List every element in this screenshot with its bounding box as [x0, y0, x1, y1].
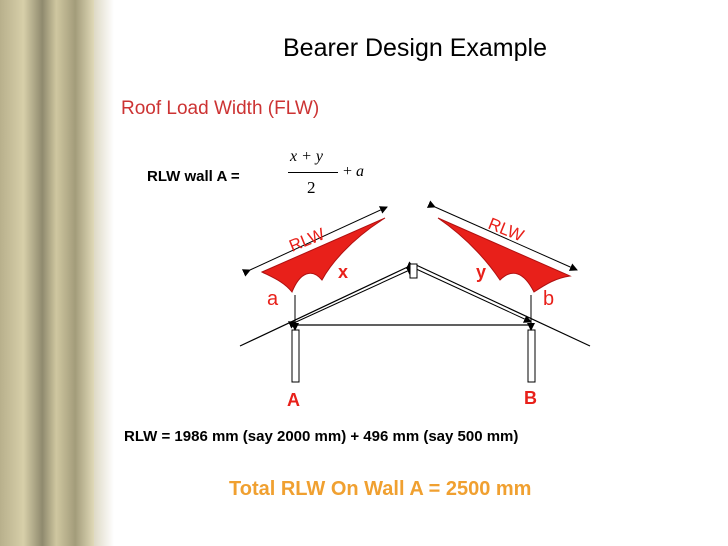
formula-fraction-bar — [288, 172, 338, 173]
rafter-right — [413, 263, 591, 347]
rlw-wall-a-label: RLW wall A = — [147, 168, 240, 185]
b-label: b — [543, 288, 554, 310]
rafter-left — [239, 263, 415, 347]
a-label: a — [267, 288, 279, 310]
wall-a-label: A — [287, 390, 300, 410]
slide-subtitle: Roof Load Width (FLW) — [121, 98, 320, 119]
total-rlw-line: Total RLW On Wall A = 2500 mm — [229, 478, 532, 500]
ridge-post — [409, 263, 418, 279]
x-label: x — [338, 262, 348, 282]
formula-addend-variable: a — [356, 163, 365, 180]
formula-addend: + a — [343, 163, 364, 181]
rlw-dimension-left — [241, 206, 388, 277]
wall-b-label: B — [524, 388, 537, 408]
x-dimension — [287, 267, 415, 329]
wall-a-post — [291, 329, 300, 383]
formula-numerator: x + y — [290, 148, 323, 165]
wall-b-post — [527, 329, 536, 383]
formula-plus-sign: + — [343, 163, 353, 180]
timber-frame-background-image — [0, 0, 94, 546]
y-label: y — [476, 262, 486, 282]
background-fade — [94, 0, 114, 546]
rlw-dimension-right — [426, 200, 578, 271]
rlw-label-right: RLW — [486, 214, 527, 245]
formula-denominator: 2 — [307, 178, 316, 197]
rlw-load-area-left — [260, 217, 386, 293]
y-dimension — [405, 261, 532, 323]
rlw-result-line: RLW = 1986 mm (say 2000 mm) + 496 mm (sa… — [124, 428, 519, 445]
slide-title: Bearer Design Example — [282, 34, 547, 62]
